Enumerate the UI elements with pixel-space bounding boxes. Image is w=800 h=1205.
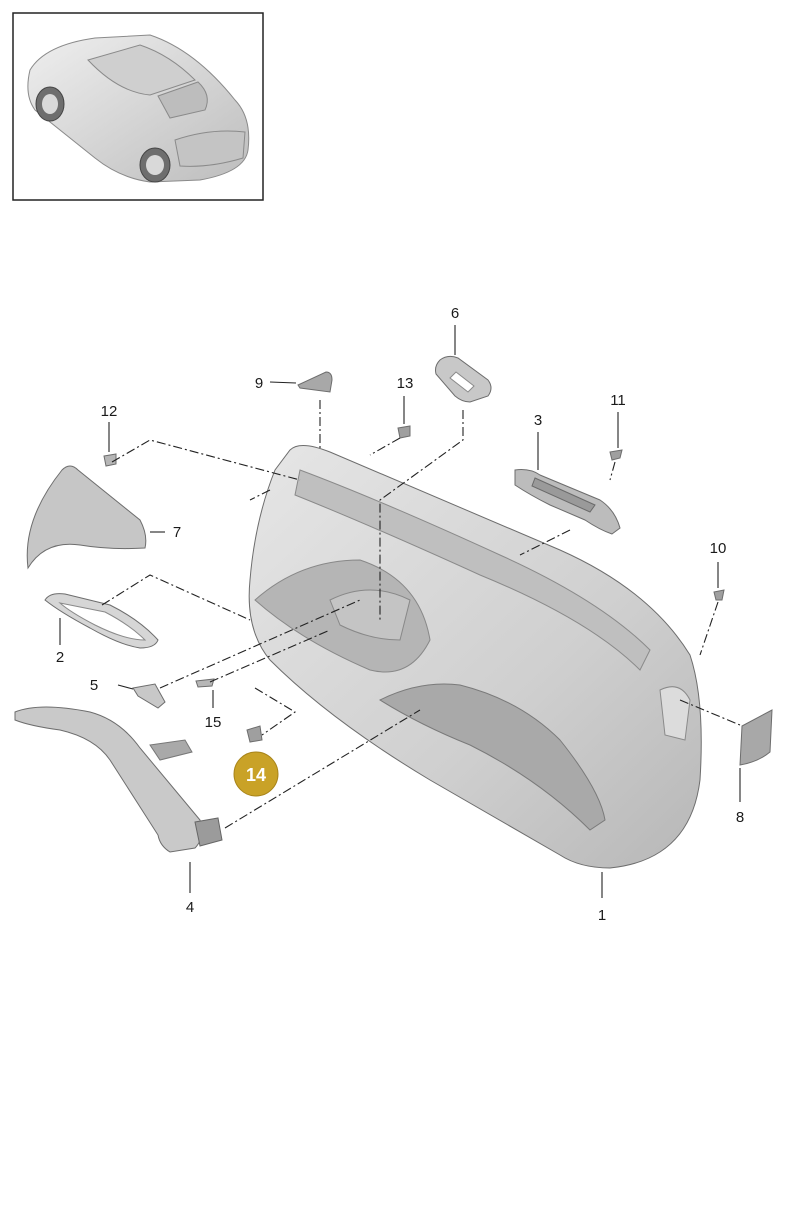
triangle-cover-part <box>297 371 333 393</box>
switch-bezel-part <box>435 355 492 403</box>
switch-cover-part <box>132 683 166 709</box>
callout-5: 5 <box>90 677 98 694</box>
callout-15: 15 <box>205 714 222 731</box>
door-trim-panel <box>248 445 702 869</box>
callout-1: 1 <box>598 907 606 924</box>
callout-6: 6 <box>451 305 459 322</box>
callout-9: 9 <box>255 375 263 392</box>
bracket-mechanism-part <box>514 469 621 535</box>
trim-frame-part <box>44 593 159 649</box>
highlight-badge[interactable] <box>233 751 279 797</box>
sports-car-icon <box>27 34 250 183</box>
callout-3: 3 <box>534 412 542 429</box>
highlighted-callout-14[interactable]: 14 <box>233 751 279 797</box>
corner-trim-part <box>26 465 147 570</box>
callout-4: 4 <box>186 899 194 916</box>
vehicle-thumbnail <box>12 12 264 201</box>
callout-labels: 1 2 3 4 5 6 7 8 9 10 11 12 13 15 <box>56 305 744 924</box>
leader-lines <box>101 400 741 829</box>
callout-13: 13 <box>397 375 414 392</box>
fastener-screw-part <box>103 425 725 743</box>
callout-ticks <box>59 325 741 898</box>
callout-10: 10 <box>710 540 727 557</box>
callout-12: 12 <box>101 403 118 420</box>
callout-14: 14 <box>246 765 266 785</box>
callout-8: 8 <box>736 809 744 826</box>
callout-2: 2 <box>56 649 64 666</box>
callout-7: 7 <box>173 524 181 541</box>
pull-handle-part <box>14 706 223 853</box>
end-cap-part <box>739 709 773 766</box>
callout-11: 11 <box>610 392 626 409</box>
